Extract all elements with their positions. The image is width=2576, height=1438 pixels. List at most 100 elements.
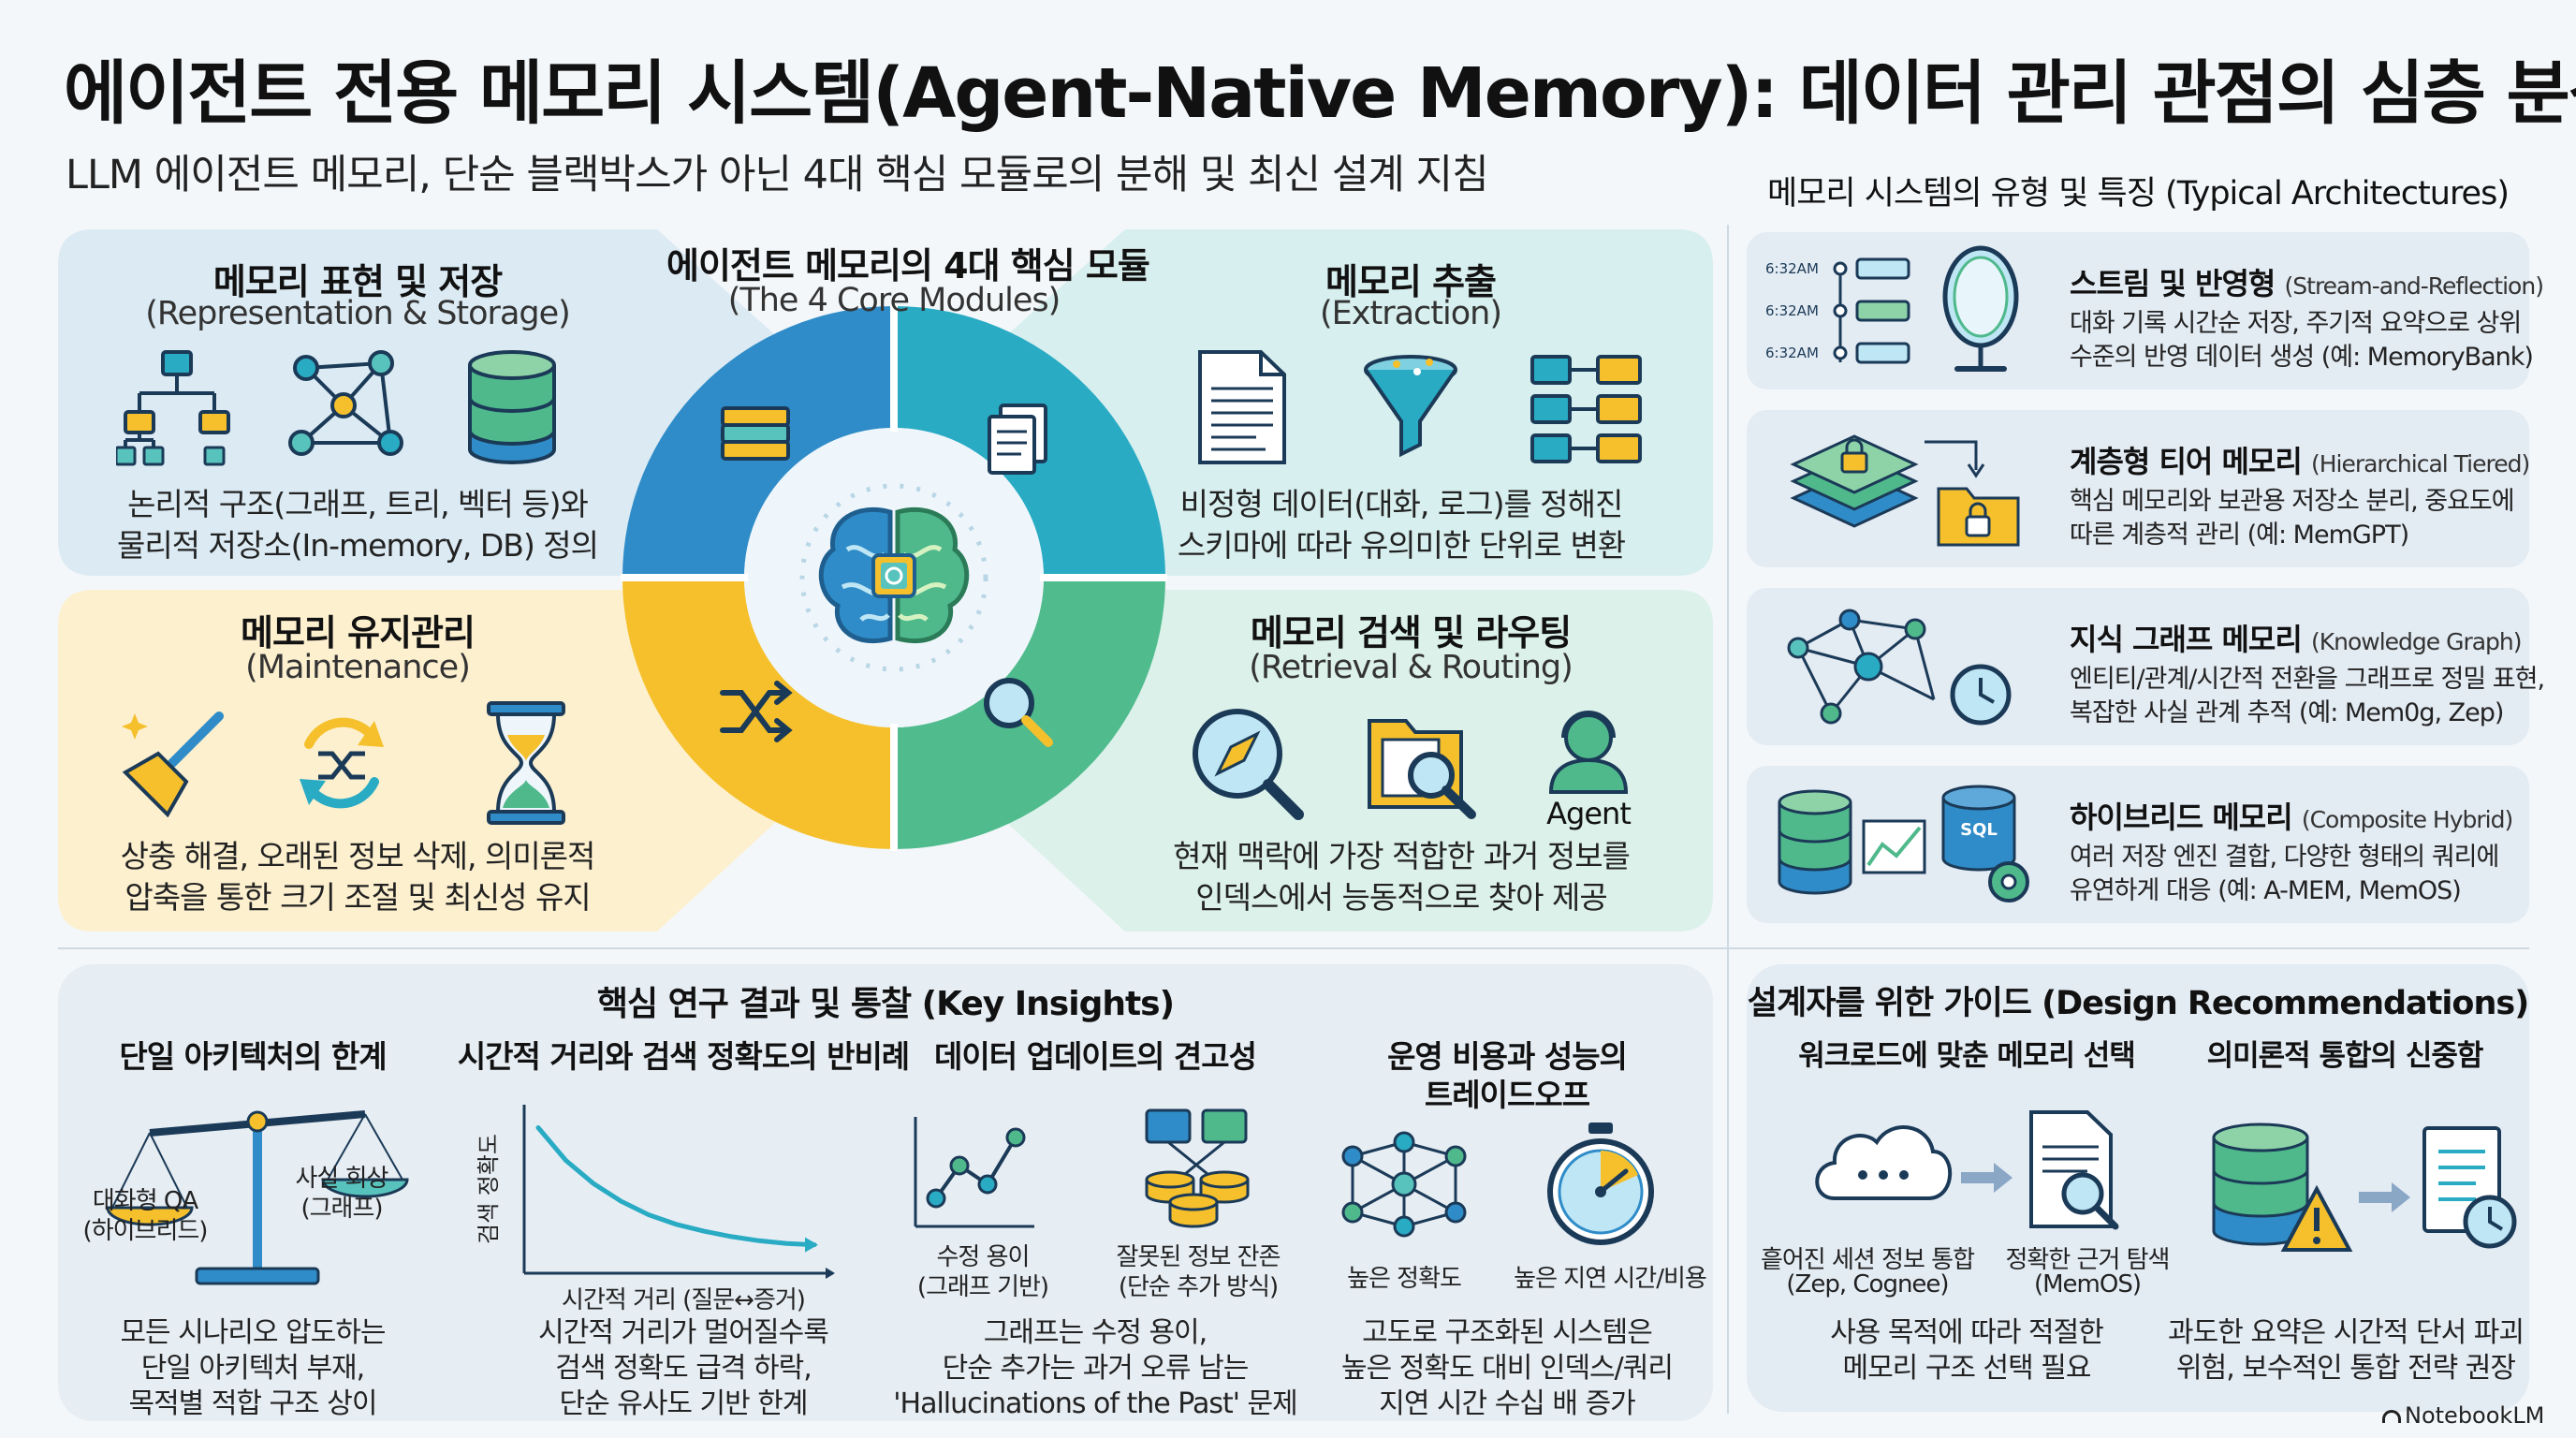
- type-name: 하이브리드 메모리 (Composite Hybrid): [2070, 800, 2513, 835]
- insights-panel: [58, 964, 1713, 1421]
- module-storage-desc-2: 물리적 저장소(In-memory, DB) 정의: [116, 527, 599, 564]
- horizontal-divider: [58, 947, 2529, 949]
- text-document-icon: [1198, 350, 1286, 464]
- compass-search-icon: [1193, 709, 1304, 820]
- database-warning-icon: [2212, 1123, 2517, 1252]
- insight-4-title-1: 운영 비용과 성능의: [1387, 1038, 1628, 1075]
- x-axis-label: 시간적 거리 (질문↔증거): [562, 1286, 806, 1314]
- sql-label: SQL: [1960, 820, 1998, 840]
- messages-database-icon: [1145, 1108, 1250, 1228]
- time-label: 6:32AM: [1765, 260, 1819, 277]
- graph-edit-icon: [914, 1117, 1034, 1228]
- guide-left-label-2: (Zep, Cognee): [1786, 1270, 1949, 1299]
- hourglass-icon: [487, 701, 565, 825]
- insight-3-desc: 그래프는 수정 용이,단순 추가는 과거 오류 남는'Hallucination…: [893, 1316, 1297, 1420]
- module-storage-desc-1: 논리적 구조(그래프, 트리, 벡터 등)와: [127, 486, 589, 522]
- type-card-tiered: 계층형 티어 메모리 (Hierarchical Tiered) 핵심 메모리와…: [1747, 410, 2530, 567]
- insight-1-left-label-2: (하이브리드): [82, 1217, 209, 1245]
- brand-logo: NotebookLM: [2382, 1402, 2544, 1429]
- module-retrieval-desc-2: 인덱스에서 능동적으로 찾아 제공: [1195, 879, 1608, 916]
- timeline-mirror-icon: 6:32AM 6:32AM 6:32AM: [1765, 245, 2019, 372]
- insight-4-title-2: 트레이드오프: [1424, 1077, 1590, 1113]
- page-title: 에이전트 전용 메모리 시스템(Agent-Native Memory): 데이…: [64, 53, 2576, 134]
- module-storage-subtitle: (Representation & Storage): [145, 295, 571, 332]
- types-header: 메모리 시스템의 유형 및 특징 (Typical Architectures): [1767, 175, 2510, 213]
- y-axis-label: 검색 정확도: [476, 1134, 502, 1244]
- insight-4-left-label: 높은 정확도: [1347, 1265, 1462, 1293]
- insight-3-right-label-2: (단순 추가 방식): [1118, 1273, 1279, 1301]
- core-modules-section: 에이전트 메모리의 4대 핵심 모듈 (The 4 Core Modules) …: [58, 229, 1713, 936]
- notebooklm-icon: [2382, 1410, 2401, 1423]
- insight-1-right-label-1: 사실 회상: [295, 1165, 389, 1193]
- insight-3-right-label-1: 잘못된 정보 잔존: [1116, 1243, 1281, 1271]
- layered-lock-folder-icon: [1790, 434, 2020, 547]
- database-icon: [468, 350, 556, 464]
- folder-search-icon: [1368, 719, 1476, 819]
- core-panels-bg: [58, 229, 1713, 932]
- accuracy-decay-chart: 검색 정확도: [476, 1105, 835, 1279]
- insight-4-right-label: 높은 지연 시간/비용: [1514, 1265, 1707, 1293]
- module-maintenance-desc-1: 상충 해결, 오래된 정보 삭제, 의미론적: [120, 838, 596, 874]
- balance-scale-icon: [106, 1110, 409, 1285]
- agent-avatar-icon: [1548, 711, 1629, 794]
- x-axis-arrow: [826, 1268, 835, 1279]
- insight-3-left-label-2: (그래프 기반): [916, 1273, 1049, 1301]
- funnel-icon: [1364, 355, 1457, 458]
- insight-1-left-label-1: 대화형 QA: [92, 1187, 198, 1215]
- insight-3-left-label-1: 수정 용이: [936, 1243, 1031, 1271]
- time-label: 6:32AM: [1765, 345, 1819, 361]
- insight-3-title: 데이터 업데이트의 견고성: [934, 1038, 1257, 1075]
- type-name: 지식 그래프 메모리 (Knowledge Graph): [2070, 622, 2523, 657]
- time-label: 6:32AM: [1765, 302, 1819, 319]
- insight-2-title: 시간적 거리와 검색 정확도의 반비례: [457, 1038, 910, 1075]
- magnifier-icon: [984, 678, 1053, 747]
- shuffle-icon: [720, 681, 793, 742]
- guide-col1-title: 워크로드에 맞춘 메모리 선택: [1798, 1039, 2136, 1073]
- insights-header: 핵심 연구 결과 및 통찰 (Key Insights): [596, 985, 1175, 1023]
- module-retrieval-subtitle: (Retrieval & Routing): [1249, 649, 1573, 686]
- tree-diagram-icon: [116, 350, 230, 466]
- brain-icon: [799, 483, 988, 672]
- type-name: 스트림 및 반영형 (Stream-and-Reflection): [2070, 266, 2544, 301]
- page-subtitle: LLM 에이전트 메모리, 단순 블랙박스가 아닌 4대 핵심 모듈로의 분해 …: [66, 152, 1489, 198]
- module-extraction-subtitle: (Extraction): [1320, 295, 1502, 332]
- type-card-graph: 지식 그래프 메모리 (Knowledge Graph) 엔티티/관계/시간적 …: [1747, 588, 2545, 745]
- decay-curve: [535, 1125, 817, 1248]
- documents-icon: [988, 404, 1047, 475]
- knowledge-graph-clock-icon: [1787, 609, 2012, 726]
- vertical-divider: [1727, 225, 1729, 1414]
- type-card-stream: 6:32AM 6:32AM 6:32AM 스트림 및 반영형 (Stream-a…: [1747, 232, 2544, 389]
- guide-right-label-1: 정확한 근거 탐색: [2005, 1246, 2171, 1274]
- cloud-to-document-icon: [1815, 1110, 2119, 1230]
- module-extraction-desc-1: 비정형 데이터(대화, 로그)를 정해진: [1179, 486, 1624, 522]
- guide-col2-title: 의미론적 통합의 신중함: [2206, 1039, 2484, 1073]
- core-title: 에이전트 메모리의 4대 핵심 모듈: [666, 245, 1150, 286]
- insight-1-title: 단일 아키텍처의 한계: [119, 1038, 387, 1075]
- type-desc: 엔티티/관계/시간적 전환을 그래프로 정밀 표현,복잡한 사실 관계 추적 (…: [2070, 665, 2545, 727]
- structured-blocks-icon: [1530, 355, 1642, 463]
- decay-curve-arrow: [805, 1237, 818, 1253]
- complex-network-icon: [1341, 1131, 1467, 1238]
- stopwatch-icon: [1547, 1123, 1654, 1245]
- agent-label: Agent: [1546, 796, 1632, 831]
- module-maintenance-title: 메모리 유지관리: [241, 612, 476, 653]
- type-name: 계층형 티어 메모리 (Hierarchical Tiered): [2070, 444, 2530, 479]
- module-retrieval-title: 메모리 검색 및 라우팅: [1250, 612, 1572, 653]
- type-card-hybrid: SQL 하이브리드 메모리 (Composite Hybrid) 여러 저장 엔…: [1747, 766, 2529, 923]
- module-maintenance-desc-2: 압축을 통한 크기 조절 및 최신성 유지: [124, 879, 591, 916]
- broom-icon: [122, 712, 224, 818]
- module-extraction-desc-2: 스키마에 따라 유의미한 단위로 변환: [1177, 527, 1626, 564]
- core-subtitle: (The 4 Core Modules): [727, 282, 1061, 319]
- guide-left-label-1: 흩어진 세션 정보 통합: [1760, 1246, 1975, 1274]
- module-extraction-title: 메모리 추출: [1325, 261, 1497, 302]
- insight-1-right-label-2: (그래프): [300, 1195, 383, 1223]
- stacked-layers-icon: [721, 406, 790, 461]
- hybrid-storage-icon: SQL: [1778, 785, 2029, 902]
- module-retrieval-desc-1: 현재 맥락에 가장 적합한 과거 정보를: [1173, 838, 1631, 874]
